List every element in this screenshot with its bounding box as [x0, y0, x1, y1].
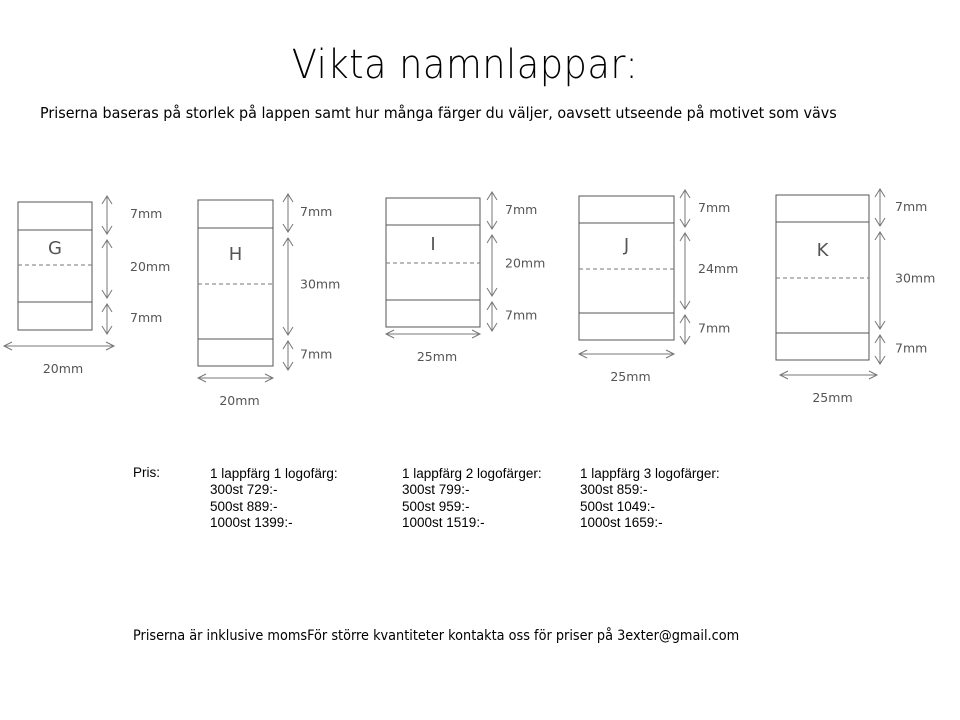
middle-dimension-label: 30mm: [300, 277, 340, 292]
pricing-description: Priserna baseras på storlek på lappen sa…: [40, 104, 837, 122]
price-row: 500st 1049:-: [580, 499, 656, 514]
width-dimension-arrow: [577, 349, 676, 359]
middle-dimension-arrow: [101, 239, 113, 299]
width-dimension-arrow: [196, 373, 275, 383]
top-dimension-label: 7mm: [895, 199, 927, 214]
middle-dimension-arrow: [874, 231, 886, 330]
price-row: 500st 889:-: [210, 499, 278, 514]
width-dimension-label: 20mm: [219, 393, 259, 408]
width-dimension-arrow: [778, 370, 879, 380]
top-dimension-arrow: [101, 195, 113, 235]
price-row: 1000st 1659:-: [580, 515, 663, 530]
label-outline: [578, 195, 675, 341]
label-letter: G: [48, 238, 62, 259]
bottom-dimension-label: 7mm: [698, 321, 730, 336]
middle-dimension-arrow: [679, 232, 691, 310]
width-dimension-label: 25mm: [812, 390, 852, 405]
price-column-heading: 1 lappfärg 2 logofärger:: [402, 466, 542, 481]
price-row: 300st 799:-: [402, 482, 470, 497]
middle-dimension-label: 20mm: [130, 259, 170, 274]
width-dimension-label: 25mm: [610, 369, 650, 384]
middle-dimension-label: 30mm: [895, 271, 935, 286]
width-dimension-arrow: [384, 329, 482, 339]
bottom-dimension-arrow: [282, 340, 294, 371]
top-dimension-arrow: [282, 193, 294, 233]
bottom-dimension-label: 7mm: [130, 310, 162, 325]
price-column-heading: 1 lappfärg 1 logofärg:: [210, 466, 338, 481]
width-dimension-label: 25mm: [417, 349, 457, 364]
bottom-dimension-arrow: [679, 314, 691, 345]
middle-dimension-arrow: [486, 234, 498, 297]
middle-dimension-label: 20mm: [505, 256, 545, 271]
top-dimension-arrow: [486, 191, 498, 230]
top-dimension-label: 7mm: [698, 200, 730, 215]
price-label: Pris:: [133, 465, 160, 480]
bottom-dimension-arrow: [101, 303, 113, 335]
top-dimension-label: 7mm: [130, 206, 162, 221]
top-dimension-arrow: [679, 189, 691, 228]
bottom-dimension-arrow: [874, 334, 886, 365]
price-row: 1000st 1519:-: [402, 515, 485, 530]
middle-dimension-arrow: [282, 237, 294, 336]
price-row: 300st 859:-: [580, 482, 648, 497]
label-letter: I: [430, 234, 435, 255]
width-dimension-arrow: [2, 341, 116, 351]
middle-dimension-label: 24mm: [698, 261, 738, 276]
top-dimension-arrow: [874, 188, 886, 227]
top-dimension-label: 7mm: [505, 202, 537, 217]
page-title: Vikta namnlappar:: [291, 42, 639, 88]
bottom-dimension-label: 7mm: [895, 341, 927, 356]
price-row: 500st 959:-: [402, 499, 470, 514]
label-outline: [17, 201, 93, 331]
label-letter: J: [623, 235, 629, 256]
top-dimension-label: 7mm: [300, 204, 332, 219]
label-outline: [197, 199, 274, 367]
price-column-heading: 1 lappfärg 3 logofärger:: [580, 466, 720, 481]
price-row: 1000st 1399:-: [210, 515, 293, 530]
label-letter: H: [229, 244, 243, 265]
width-dimension-label: 20mm: [43, 361, 83, 376]
bottom-dimension-arrow: [486, 301, 498, 332]
label-letter: K: [817, 240, 830, 261]
footer-contact-note: Priserna är inklusive momsFör större kva…: [133, 628, 740, 644]
price-row: 300st 729:-: [210, 482, 278, 497]
bottom-dimension-label: 7mm: [300, 347, 332, 362]
bottom-dimension-label: 7mm: [505, 308, 537, 323]
